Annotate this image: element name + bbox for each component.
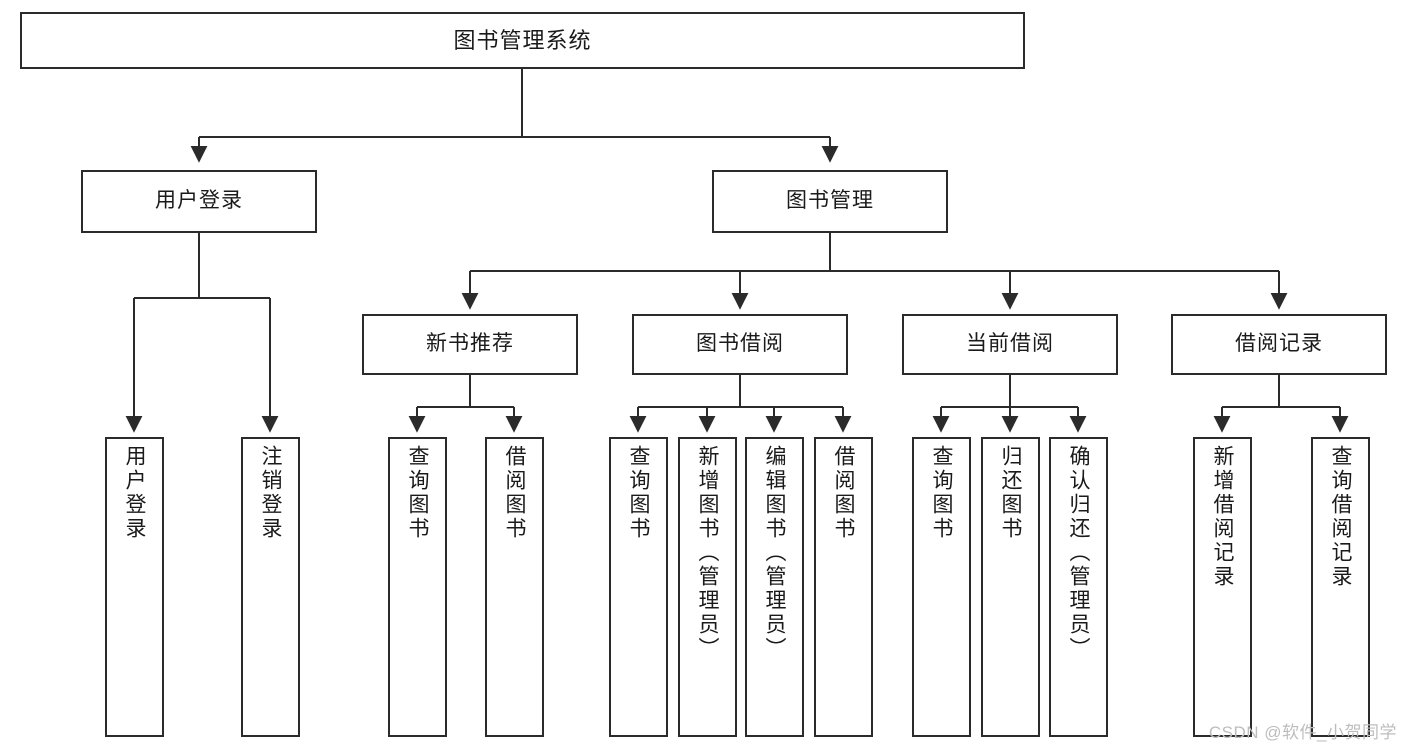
node-root-system[interactable]: 图书管理系统 [20,12,1025,69]
node-label: 新书推荐 [426,332,514,356]
node-label: 新增图书（管理员） [696,445,719,661]
node-user-login[interactable]: 用户登录 [81,170,317,233]
leaf-newbook-query-book[interactable]: 查询图书 [388,437,447,737]
node-label: 编辑图书（管理员） [763,445,786,661]
leaf-newbook-borrow-book[interactable]: 借阅图书 [485,437,544,737]
leaf-borrow-query-book[interactable]: 查询图书 [609,437,668,737]
leaf-borrow-edit-book[interactable]: 编辑图书（管理员） [745,437,804,737]
node-label: 借阅图书 [832,445,855,541]
node-book-borrow[interactable]: 图书借阅 [632,314,848,375]
node-label: 图书管理 [786,189,874,213]
node-label: 查询借阅记录 [1329,445,1352,589]
node-label: 借阅记录 [1235,332,1323,356]
leaf-current-return-book[interactable]: 归还图书 [981,437,1040,737]
node-label: 注销登录 [259,445,282,541]
leaf-record-query-record[interactable]: 查询借阅记录 [1311,437,1370,737]
node-label: 归还图书 [999,445,1022,541]
leaf-current-query-book[interactable]: 查询图书 [912,437,971,737]
leaf-record-add-record[interactable]: 新增借阅记录 [1193,437,1252,737]
node-label: 确认归还（管理员） [1067,445,1090,661]
node-borrow-record[interactable]: 借阅记录 [1171,314,1387,375]
node-label: 新增借阅记录 [1211,445,1234,589]
leaf-current-confirm-return[interactable]: 确认归还（管理员） [1049,437,1108,737]
node-label: 查询图书 [627,445,650,541]
node-book-management[interactable]: 图书管理 [712,170,948,233]
node-new-book-recommend[interactable]: 新书推荐 [362,314,578,375]
node-label: 用户登录 [155,189,243,213]
leaf-borrow-borrow-book[interactable]: 借阅图书 [814,437,873,737]
node-label: 图书管理系统 [453,27,592,53]
leaf-user-login[interactable]: 用户登录 [105,437,164,737]
node-current-borrow[interactable]: 当前借阅 [902,314,1118,375]
node-label: 图书借阅 [696,332,784,356]
node-label: 查询图书 [406,445,429,541]
node-label: 用户登录 [123,445,146,541]
node-label: 当前借阅 [966,332,1054,356]
node-label: 借阅图书 [503,445,526,541]
node-label: 查询图书 [930,445,953,541]
leaf-user-logout[interactable]: 注销登录 [241,437,300,737]
leaf-borrow-add-book[interactable]: 新增图书（管理员） [678,437,737,737]
